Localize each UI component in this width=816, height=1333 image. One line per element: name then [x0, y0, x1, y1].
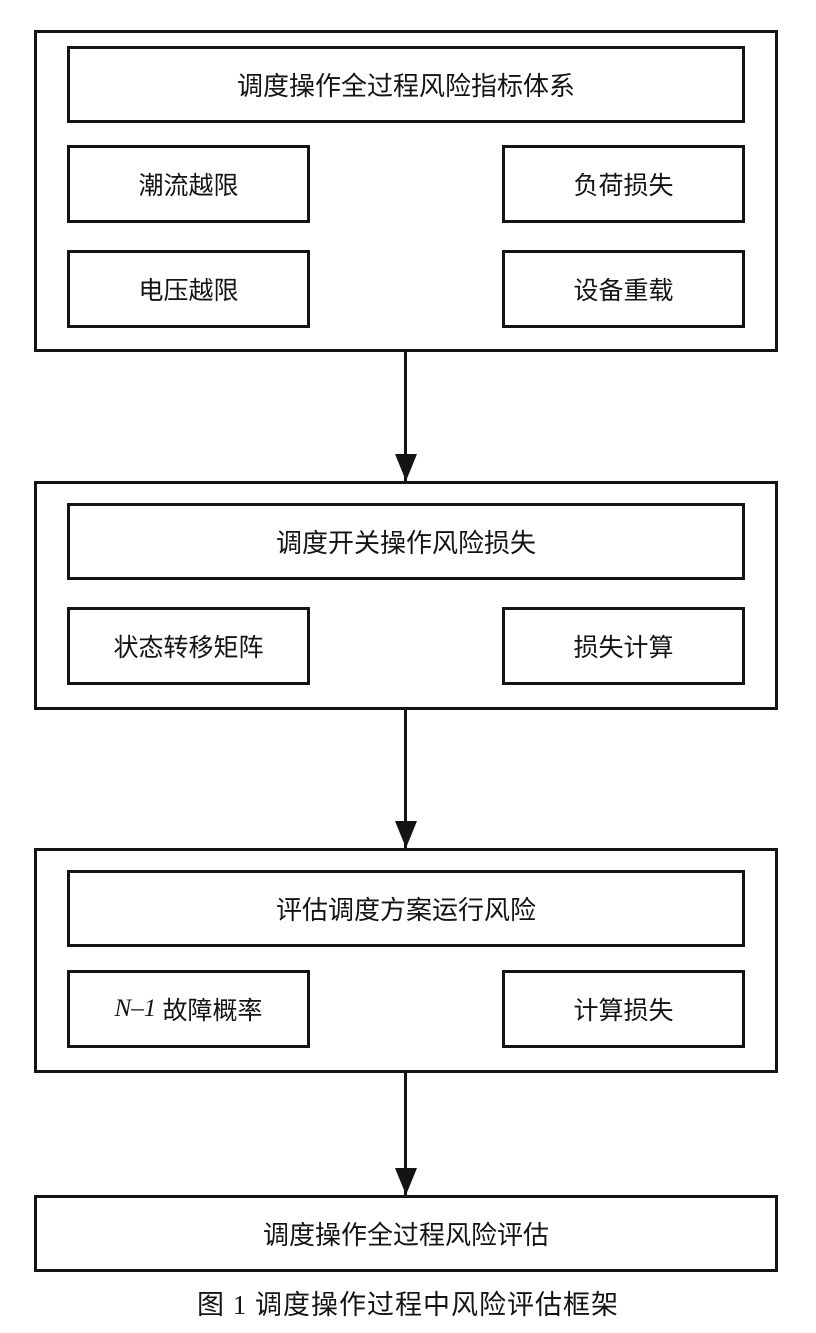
- box-n-1-fault-probability: N–1 故障概率: [67, 970, 310, 1048]
- flow-arrow-3: [404, 1072, 407, 1195]
- figure-caption: 图 1 调度操作过程中风险评估框架: [197, 1290, 619, 1320]
- box-n-1-fault-probability-label: 故障概率: [156, 998, 263, 1025]
- section2-title-box: 调度开关操作风险损失: [67, 503, 745, 580]
- box-voltage-limit-violation-label: 电压越限: [138, 278, 239, 305]
- box-loss-calculation-label: 损失计算: [573, 635, 674, 662]
- box-state-transition-matrix-label: 状态转移矩阵: [113, 635, 264, 662]
- box-equipment-overload: 设备重载: [502, 250, 745, 328]
- section1-title-box: 调度操作全过程风险指标体系: [67, 46, 745, 123]
- flow-arrow-2: [404, 709, 407, 848]
- section3-title: 评估调度方案运行风险: [275, 896, 536, 925]
- section2-title: 调度开关操作风险损失: [275, 529, 536, 558]
- box-overall-process-risk-assessment-label: 调度操作全过程风险评估: [262, 1221, 549, 1250]
- section-risk-indicator-system: 调度操作全过程风险指标体系 潮流越限 负荷损失 电压越限 设备重载: [34, 30, 778, 352]
- box-flow-limit-violation-label: 潮流越限: [138, 173, 239, 200]
- box-voltage-limit-violation: 电压越限: [67, 250, 310, 328]
- section-switching-operation-risk-loss: 调度开关操作风险损失 状态转移矩阵 损失计算: [34, 481, 778, 710]
- box-calculate-loss: 计算损失: [502, 970, 745, 1048]
- box-load-loss-label: 负荷损失: [573, 173, 674, 200]
- section3-title-box: 评估调度方案运行风险: [67, 870, 745, 947]
- box-load-loss: 负荷损失: [502, 145, 745, 223]
- box-state-transition-matrix: 状态转移矩阵: [67, 607, 310, 685]
- box-calculate-loss-label: 计算损失: [573, 998, 674, 1025]
- flow-arrow-1: [404, 351, 407, 481]
- box-n-1-fault-probability-em: N–1: [114, 995, 157, 1022]
- box-flow-limit-violation: 潮流越限: [67, 145, 310, 223]
- box-overall-process-risk-assessment: 调度操作全过程风险评估: [34, 1195, 778, 1272]
- section1-title: 调度操作全过程风险指标体系: [236, 72, 575, 101]
- section-dispatch-plan-operating-risk: 评估调度方案运行风险 N–1 故障概率 计算损失: [34, 848, 778, 1073]
- box-loss-calculation: 损失计算: [502, 607, 745, 685]
- box-equipment-overload-label: 设备重载: [573, 278, 674, 305]
